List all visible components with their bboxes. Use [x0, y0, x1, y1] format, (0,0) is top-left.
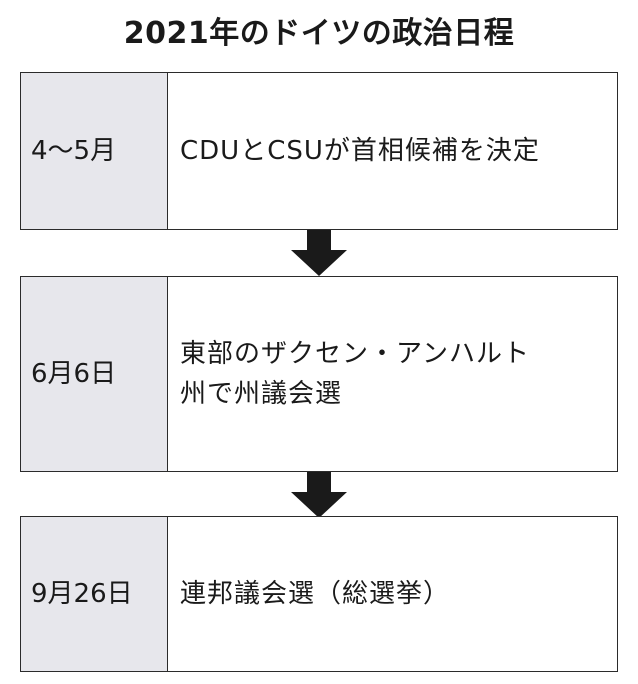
step-3-date: 9月26日 [21, 517, 168, 671]
step-1-date: 4〜5月 [21, 73, 168, 229]
diagram-title: 2021年のドイツの政治日程 [123, 16, 515, 51]
timeline-step-1: 4〜5月 CDUとCSUが首相候補を決定 [20, 72, 618, 230]
step-1-description: CDUとCSUが首相候補を決定 [168, 73, 617, 229]
step-3-description: 連邦議会選（総選挙） [168, 517, 617, 671]
step-2-description-line-2: 州で州議会選 [180, 379, 343, 409]
step-2-description-line-1: 東部のザクセン・アンハルト [180, 339, 530, 369]
step-2-date: 6月6日 [21, 277, 168, 471]
step-2-description: 東部のザクセン・アンハルト 州で州議会選 [168, 277, 617, 471]
down-arrow-icon [291, 472, 347, 518]
step-3-description-text: 連邦議会選（総選挙） [180, 579, 451, 609]
timeline-step-3: 9月26日 連邦議会選（総選挙） [20, 516, 618, 672]
step-1-description-text: CDUとCSUが首相候補を決定 [180, 136, 540, 166]
timeline-step-2: 6月6日 東部のザクセン・アンハルト 州で州議会選 [20, 276, 618, 472]
down-arrow-icon [291, 230, 347, 276]
